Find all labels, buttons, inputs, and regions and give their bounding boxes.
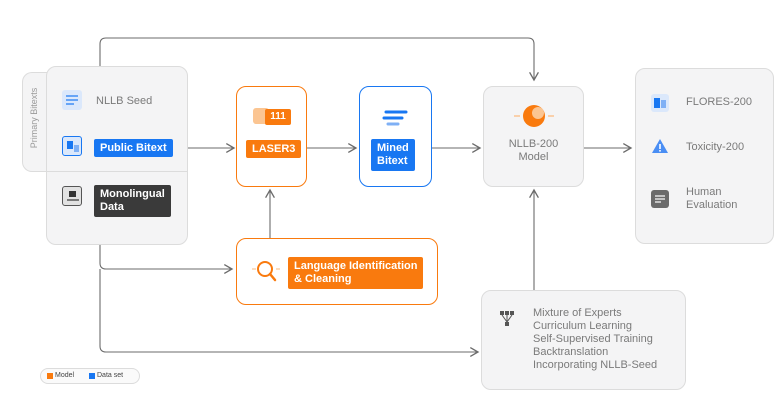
nllb-model-label: NLLB-200 Model (508, 138, 559, 163)
legend-model-label: Model (55, 372, 75, 379)
techniques-icon (497, 309, 517, 329)
mined-bitext-icon (380, 108, 410, 128)
technique-item: Incorporating NLLB-Seed (533, 359, 658, 371)
mined-bitext-label: Mined Bitext (371, 139, 415, 171)
human-eval-label: Human Evaluation (686, 186, 738, 211)
public-bitext-icon (62, 136, 82, 156)
human-eval-icon (651, 190, 669, 208)
monolingual-label: Monolingual Data (94, 185, 171, 217)
legend-model-swatch (47, 373, 53, 379)
arrow-bitexts-to-techniques (99, 269, 480, 357)
primary-bitexts-divider (47, 171, 187, 172)
laser3-badge: 111 (265, 109, 291, 125)
techniques-list: Mixture of Experts Curriculum Learning S… (533, 307, 657, 372)
arrow-bitexts-to-lid (99, 245, 234, 274)
legend-dataset-swatch (89, 373, 95, 379)
technique-item: Backtranslation (533, 346, 609, 358)
laser3-label: LASER3 (246, 140, 302, 158)
laser3-card (236, 86, 307, 187)
mined-bitext-card (359, 86, 432, 187)
technique-item: Mixture of Experts (533, 307, 622, 319)
legend: Model Data set (40, 368, 140, 384)
toxicity-label: Toxicity-200 (686, 141, 745, 153)
technique-item: Curriculum Learning (533, 320, 633, 332)
flores-icon (651, 94, 669, 112)
nllb-model-card (483, 86, 584, 187)
lid-label: Language Identification & Cleaning (288, 257, 424, 289)
nllb-seed-label: NLLB Seed (96, 95, 153, 107)
lid-icon (250, 258, 282, 284)
legend-dataset-label: Data set (97, 372, 124, 379)
flores-label: FLORES-200 (686, 96, 753, 108)
primary-bitexts-side-label: Primary Bitexts (29, 87, 39, 149)
nllb-seed-icon (62, 90, 82, 110)
arrow-top-to-model (99, 37, 539, 82)
monolingual-icon (62, 186, 82, 206)
laser3-icon: 111 (253, 108, 291, 128)
techniques-card (481, 290, 686, 390)
nllb-model-icon (512, 102, 556, 130)
public-bitext-label: Public Bitext (94, 139, 173, 157)
toxicity-icon (651, 137, 669, 155)
technique-item: Self-Supervised Training (533, 333, 653, 345)
